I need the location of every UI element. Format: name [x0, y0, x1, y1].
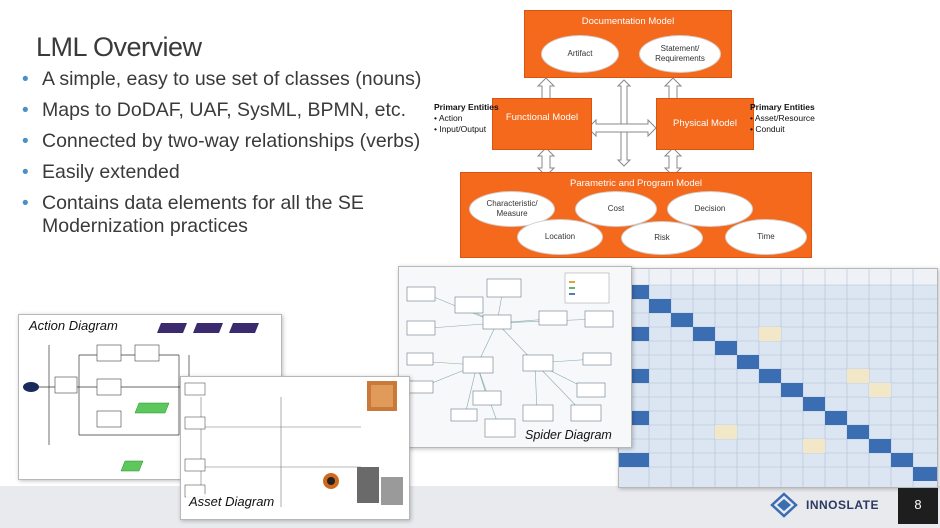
bullet-item: Easily extended [20, 161, 440, 184]
asset-graph [184, 381, 403, 507]
statement-ellipse: Statement/ Requirements [639, 35, 721, 73]
bullet-item: Contains data elements for all the SE Mo… [20, 192, 440, 238]
bullet-list: A simple, easy to use set of classes (no… [20, 68, 440, 246]
entity-conduit: Conduit [755, 124, 785, 134]
model-arrows [536, 77, 683, 177]
time-label: Time [757, 232, 775, 241]
bullet-item: Connected by two-way relationships (verb… [20, 130, 440, 153]
parametric-model-box: Parametric and Program Model Characteris… [460, 172, 812, 258]
asset-diagram-label: Asset Diagram [186, 494, 278, 509]
entity-input-output: Input/Output [439, 124, 487, 134]
risk-label: Risk [654, 233, 670, 242]
statement-label: Statement/ Requirements [655, 44, 705, 63]
location-label: Location [544, 232, 576, 241]
matrix-grid [619, 269, 937, 487]
location-ellipse: Location [517, 219, 603, 255]
bullet-item: A simple, easy to use set of classes (no… [20, 68, 440, 91]
physical-model-title: Physical Model [673, 118, 737, 129]
action-diagram-label: Action Diagram [26, 318, 121, 333]
artifact-label: Artifact [567, 49, 593, 58]
page-number-box [898, 488, 938, 524]
spider-graph [406, 272, 614, 438]
spider-diagram-screenshot [398, 266, 632, 448]
decision-label: Decision [694, 204, 726, 213]
characteristic-label: Characteristic/ Measure [486, 199, 538, 218]
right-entities-heading: Primary Entities [750, 102, 815, 112]
documentation-model-box: Documentation Model Artifact Statement/ … [524, 10, 732, 78]
functional-model-box: Functional Model [492, 98, 592, 150]
entity-asset-resource: Asset/Resource [754, 113, 815, 123]
matrix-screenshot [618, 268, 938, 488]
decision-ellipse: Decision [667, 191, 753, 227]
cost-label: Cost [607, 204, 625, 213]
lml-model-diagram: Documentation Model Artifact Statement/ … [430, 0, 935, 262]
entity-action: Action [438, 113, 463, 123]
slide-title: LML Overview [36, 32, 202, 62]
artifact-ellipse: Artifact [541, 35, 619, 73]
functional-model-title: Functional Model [505, 112, 579, 123]
parametric-model-title: Parametric and Program Model [570, 178, 702, 189]
risk-ellipse: Risk [621, 221, 703, 255]
right-primary-entities: Primary Entities • Asset/Resource • Cond… [750, 102, 815, 134]
left-primary-entities: Primary Entities • Action • Input/Output [434, 102, 499, 134]
cost-ellipse: Cost [575, 191, 657, 227]
page-number: 8 [914, 497, 922, 512]
time-ellipse: Time [725, 219, 807, 255]
physical-model-box: Physical Model [656, 98, 754, 150]
innoslate-logo-text: INNOSLATE [806, 498, 879, 512]
left-entities-heading: Primary Entities [434, 102, 499, 112]
documentation-model-title: Documentation Model [581, 16, 675, 27]
innoslate-logo-icon [770, 492, 798, 518]
spider-diagram-label: Spider Diagram [525, 428, 612, 442]
bullet-item: Maps to DoDAF, UAF, SysML, BPMN, etc. [20, 99, 440, 122]
